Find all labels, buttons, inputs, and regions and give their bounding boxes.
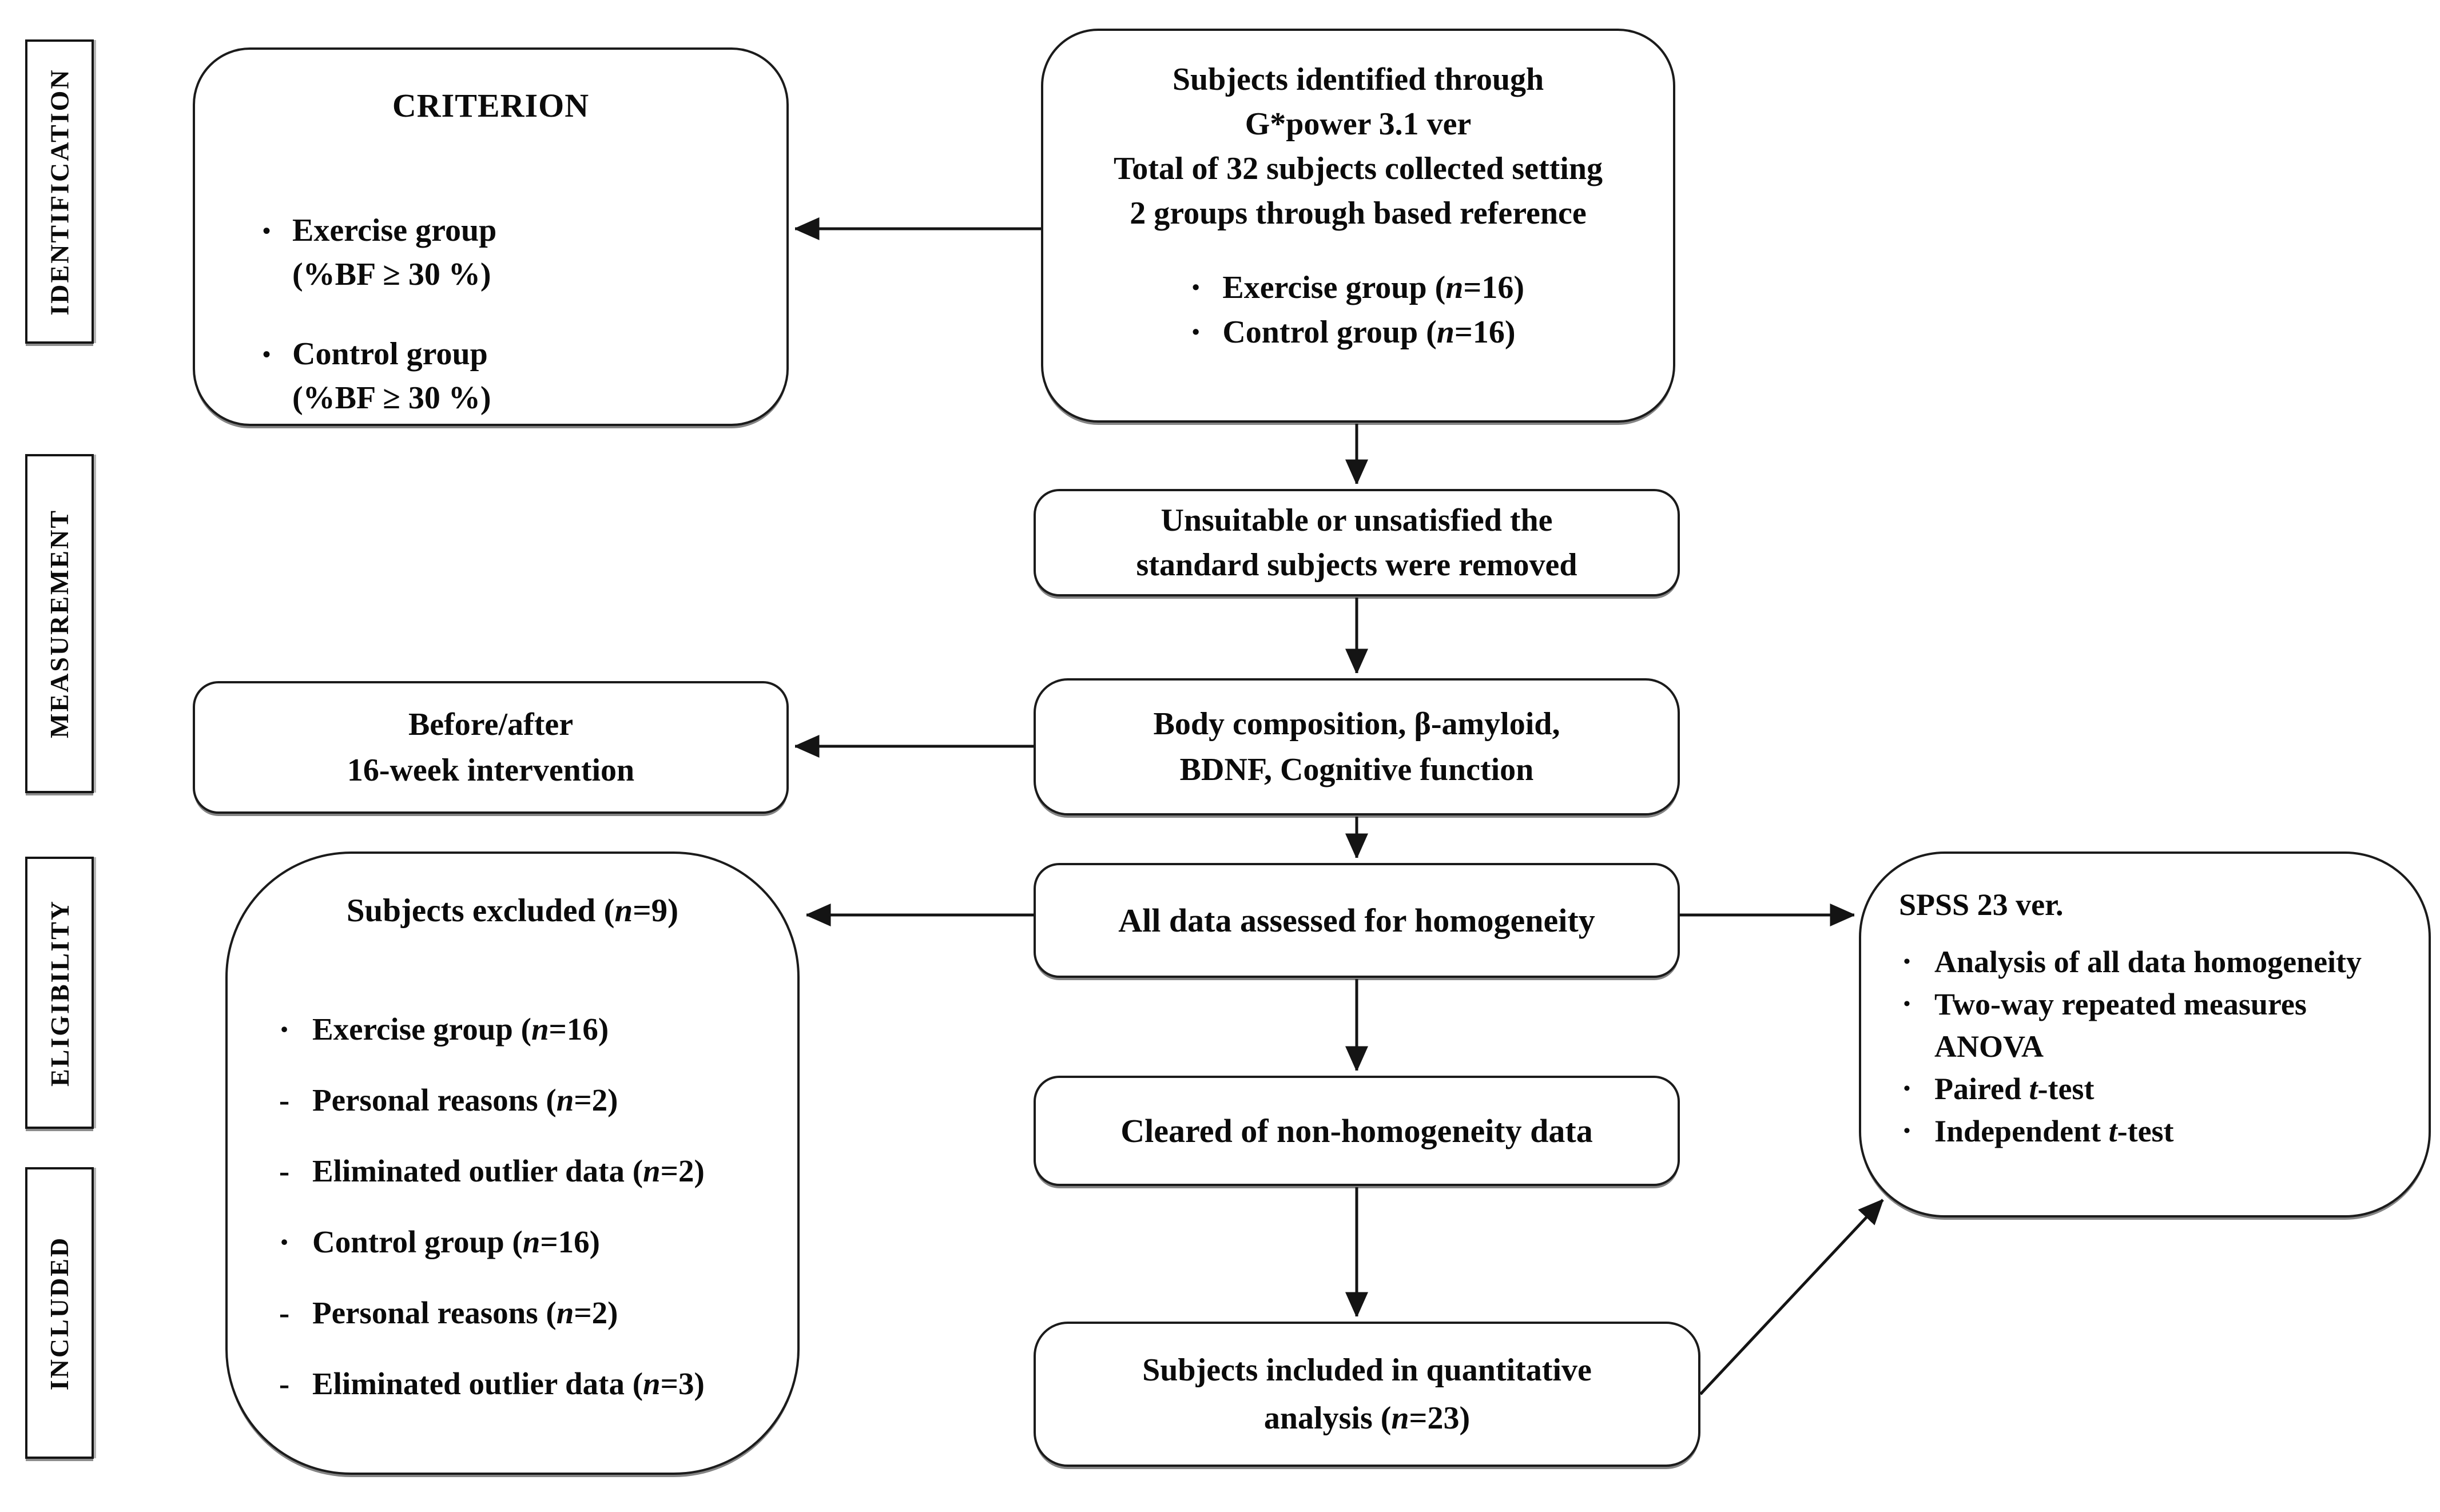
included-quant-line: Subjects included in quantitative [1142,1352,1592,1388]
stage-label-measurement: MEASUREMENT [25,454,94,793]
criterion-item-detail: (%BF ≥ 30 %) [292,380,491,416]
intervention-line: Before/after [408,707,574,742]
list-item: - Eliminated outlier data (n=3) [276,1364,780,1404]
stage-label-text: ELIGIBILITY [45,899,74,1087]
removed-line: Unsuitable or unsatisfied the [1161,503,1553,538]
excluded-list: • Exercise group (n=16) - Personal reaso… [276,1009,780,1435]
measurement-line: BDNF, Cognitive function [1179,752,1534,787]
spss-bullet-list: • Analysis of all data homogeneity • Two… [1899,941,2406,1152]
list-item: - Personal reasons (n=2) [276,1293,780,1333]
bullet-icon: • [1192,276,1200,300]
stage-label-included: INCLUDED [25,1167,94,1459]
bullet-icon: • [1903,1078,1910,1099]
list-item: • Two-way repeated measures ANOVA [1899,983,2406,1068]
identified-line: Total of 32 subjects collected setting [1114,151,1603,186]
intervention-line: 16-week intervention [347,753,635,788]
cleared-text: Cleared of non-homogeneity data [1120,1112,1593,1149]
identified-bullet-text: Control group (n=16) [1222,315,1516,350]
removed-box: Unsuitable or unsatisfied the standard s… [1034,489,1680,596]
stage-label-eligibility: ELIGIBILITY [25,857,94,1129]
excluded-box: Subjects excluded (n=9) • Exercise group… [225,852,800,1475]
bullet-icon: • [1903,993,1910,1014]
dash-icon: - [279,1083,290,1117]
bullet-icon: • [263,218,271,244]
criterion-box: CRITERION • Exercise group (%BF ≥ 30 %) … [193,47,789,426]
list-item: • Control group (n=16) [276,1222,780,1262]
list-item: • Analysis of all data homogeneity [1899,941,2406,983]
list-item: • Exercise group (n=16) [1192,265,1524,310]
excluded-title: Subjects excluded (n=9) [346,893,679,929]
spss-box: SPSS 23 ver. • Analysis of all data homo… [1859,852,2431,1217]
bullet-icon: • [1903,951,1910,972]
arrow-included-to-spss [1699,1200,1884,1395]
criterion-item-detail: (%BF ≥ 30 %) [292,257,491,292]
dash-icon: - [279,1366,290,1401]
excluded-group-head: Exercise group (n=16) [312,1012,609,1047]
bullet-icon: • [280,1231,288,1254]
bullet-icon: • [1192,320,1200,344]
excluded-sub-item: Eliminated outlier data (n=2) [312,1153,705,1188]
identified-line: G*power 3.1 ver [1245,106,1472,142]
identified-line: 2 groups through based reference [1130,196,1587,231]
bullet-icon: • [263,341,271,367]
excluded-group-head: Control group (n=16) [312,1224,600,1259]
identified-lines: Subjects identified through G*power 3.1 … [1043,57,1673,236]
included-quant-box: Subjects included in quantitative analys… [1034,1322,1700,1467]
excluded-sub-item: Personal reasons (n=2) [312,1295,618,1330]
removed-line: standard subjects were removed [1136,547,1577,583]
stage-label-text: MEASUREMENT [45,508,74,739]
excluded-sub-item: Eliminated outlier data (n=3) [312,1366,705,1401]
measurement-line: Body composition, β-amyloid, [1153,706,1560,742]
identified-bullet-list: • Exercise group (n=16) • Control group … [1192,265,1524,355]
list-item: • Control group (n=16) [1192,310,1524,355]
identified-line: Subjects identified through [1172,62,1544,97]
stage-label-text: IDENTIFICATION [45,67,74,316]
intervention-box: Before/after 16-week intervention [193,681,789,814]
homogeneity-box: All data assessed for homogeneity [1034,863,1680,978]
identified-box: Subjects identified through G*power 3.1 … [1041,29,1675,423]
criterion-title: CRITERION [392,87,590,124]
criterion-item-name: Control group [292,336,488,372]
criterion-item-text: Control group (%BF ≥ 30 %) [292,332,491,420]
stage-label-text: INCLUDED [45,1236,74,1390]
list-item: • Control group (%BF ≥ 30 %) [263,332,764,420]
spss-bullet-text: Two-way repeated measures ANOVA [1934,987,2307,1064]
dash-icon: - [279,1295,290,1330]
identified-bullet-text: Exercise group (n=16) [1222,270,1524,305]
excluded-sub-item: Personal reasons (n=2) [312,1083,618,1117]
list-item: • Exercise group (%BF ≥ 30 %) [263,209,764,297]
list-item: - Eliminated outlier data (n=2) [276,1151,780,1191]
criterion-items: • Exercise group (%BF ≥ 30 %) • Control … [263,209,764,456]
measurement-box: Body composition, β-amyloid, BDNF, Cogni… [1034,678,1680,815]
list-item: - Personal reasons (n=2) [276,1080,780,1120]
bullet-icon: • [280,1018,288,1041]
list-item: • Paired t-test [1899,1068,2406,1110]
homogeneity-text: All data assessed for homogeneity [1118,901,1595,939]
included-quant-line: analysis (n=23) [1263,1400,1471,1436]
criterion-item-name: Exercise group [292,213,497,248]
spss-bullet-text: Analysis of all data homogeneity [1934,945,2362,979]
bullet-icon: • [1903,1120,1910,1141]
spss-bullet-text: Independent t-test [1934,1114,2174,1148]
spss-content: SPSS 23 ver. • Analysis of all data homo… [1899,884,2406,1152]
spss-title: SPSS 23 ver. [1899,888,2064,922]
spss-bullet-text: Paired t-test [1934,1072,2095,1106]
dash-icon: - [279,1153,290,1188]
list-item: • Independent t-test [1899,1110,2406,1152]
cleared-box: Cleared of non-homogeneity data [1034,1076,1680,1186]
list-item: • Exercise group (n=16) [276,1009,780,1049]
stage-label-identification: IDENTIFICATION [25,39,94,344]
criterion-item-text: Exercise group (%BF ≥ 30 %) [292,209,496,297]
